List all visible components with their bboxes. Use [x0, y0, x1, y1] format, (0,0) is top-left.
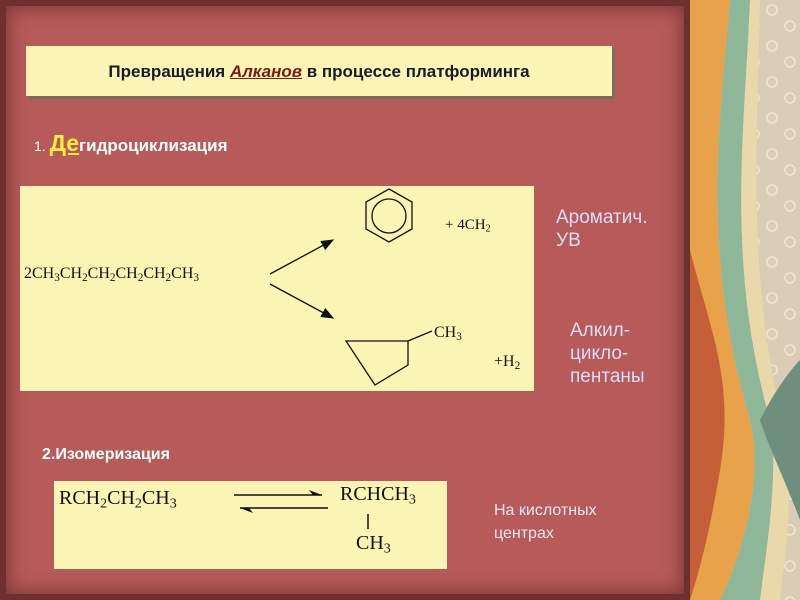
decorative-side-panel [690, 0, 800, 600]
methyl-label: CH3 [434, 324, 462, 343]
title-box: Превращения Алканов в процессе платформи… [26, 46, 612, 96]
iso-left-formula: RCH2CH2CH3 [59, 487, 177, 512]
slide: Превращения Алканов в процессе платформи… [0, 0, 690, 600]
slide-title: Превращения Алканов в процессе платформи… [26, 46, 612, 96]
reaction1-box: 2CH3CH2CH2CH2CH2CH3 + 4CH2 CH3 [20, 186, 534, 391]
product2-extra: +H2 [494, 353, 521, 372]
reaction2-box: RCH2CH2CH3 RCHCH3 CH3 [54, 481, 447, 569]
reactant-formula: 2CH3CH2CH2CH2CH2CH3 [24, 265, 199, 284]
iso-right-branch: CH3 [356, 532, 391, 557]
decorative-pattern [690, 0, 800, 600]
title-highlight: Алканов [229, 62, 302, 81]
product1-formula: + 4CH2 [445, 217, 491, 235]
section1-big: Де [49, 130, 80, 156]
title-pre: Превращения [108, 62, 230, 81]
benzene-ring [365, 188, 413, 243]
reaction1-graphics [269, 188, 433, 386]
section2-heading: 2.Изомеризация [42, 446, 170, 463]
cyclopentane-ring [344, 330, 433, 386]
note-acid-centers: На кислотных центрах [494, 502, 597, 542]
arrow-down [269, 283, 335, 319]
section1-number: 1. [34, 138, 50, 154]
section1-heading: 1. Дегидроциклизация [34, 130, 228, 157]
title-post: в процессе платформинга [302, 62, 530, 81]
note-alkylcyclopentanes: Алкил- цикло- пентаны [570, 320, 645, 387]
note-aromatic: Ароматич. УВ [556, 207, 648, 251]
equilibrium-arrows [234, 490, 369, 529]
iso-right-formula: RCHCH3 [340, 483, 416, 508]
section1-rest: гидроциклизация [79, 136, 228, 155]
arrow-up [269, 239, 335, 275]
